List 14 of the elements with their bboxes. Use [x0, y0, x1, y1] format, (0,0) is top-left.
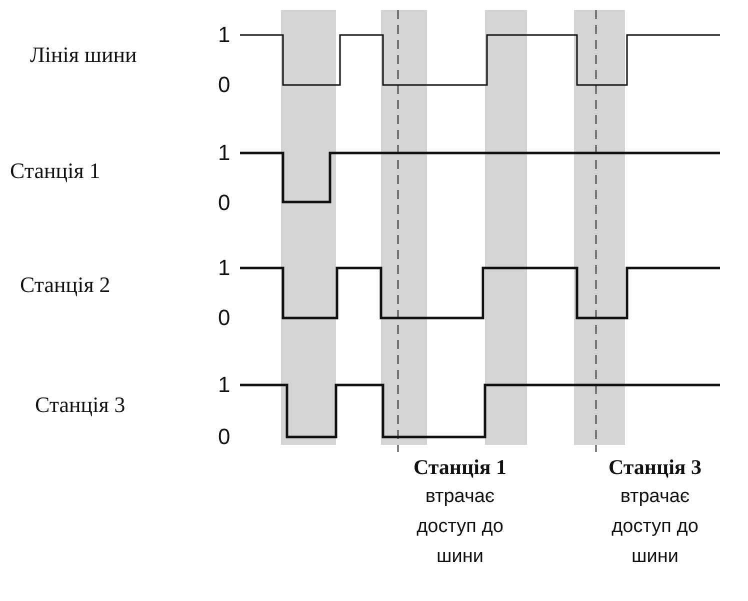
row-label: Лінія шини [30, 42, 137, 68]
logic-level-label: 0 [218, 424, 230, 450]
logic-level-label: 0 [218, 305, 230, 331]
annotation-text: Станція 1 втрачає доступ до шини [412, 454, 508, 569]
logic-level-label: 1 [218, 255, 230, 281]
row-label: Станція 1 [10, 158, 100, 184]
annotation-text: Станція 3 втрачає доступ до шини [607, 454, 703, 569]
logic-level-label: 1 [218, 140, 230, 166]
row-label: Станція 3 [35, 392, 126, 418]
row-label: Станція 2 [20, 272, 110, 298]
logic-level-label: 1 [218, 22, 230, 48]
logic-level-label: 0 [218, 190, 230, 216]
logic-level-label: 1 [218, 372, 230, 398]
logic-level-label: 0 [218, 72, 230, 98]
